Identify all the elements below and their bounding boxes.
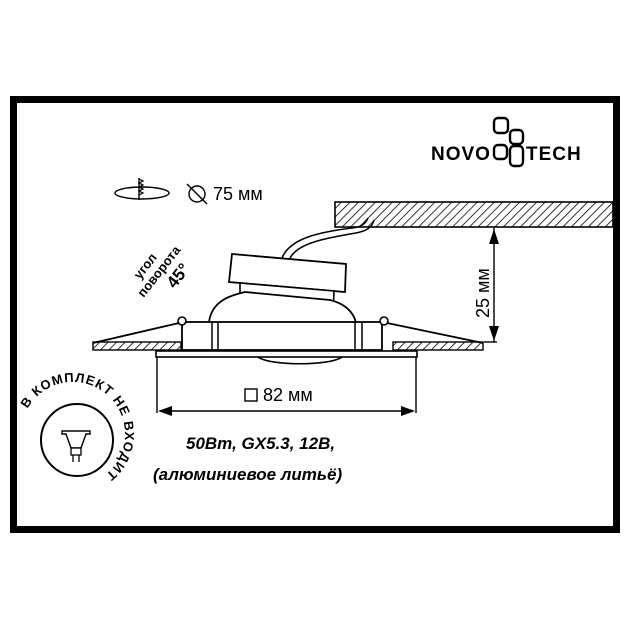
spring-clip-left [177, 316, 187, 326]
badge-ring-text: В КОМПЛЕКТ НЕ ВХОДИТ [17, 370, 137, 484]
bulb-not-included-badge: В КОМПЛЕКТ НЕ ВХОДИТ [17, 370, 137, 484]
frame-size-label: 82 мм [263, 385, 313, 405]
spring-clip-right [379, 316, 389, 326]
novotech-logo-icon [492, 116, 525, 168]
mr16-bulb-icon [61, 430, 91, 462]
housing-body [181, 321, 383, 351]
cutout-diameter-label: 75 мм [213, 184, 263, 204]
specs-line2: (алюминиевое литьё) [153, 465, 342, 484]
reflector-dome [208, 291, 357, 329]
brand-name-left: NOVO [431, 144, 491, 165]
square-icon [244, 388, 258, 402]
brand-name-right: TECH [526, 144, 582, 165]
ceiling-cutout-icon [114, 178, 170, 200]
depth-label: 25 мм [473, 268, 493, 318]
rotation-angle-label: угол поворота 45° [131, 242, 194, 300]
ceiling-panel-left [92, 341, 182, 351]
socket-block [228, 253, 347, 293]
bezel-plate [155, 350, 418, 358]
specs-line1: 50Вт, GX5.3, 12В, [186, 434, 335, 453]
ceiling-panel-right [392, 341, 484, 351]
badge-circle [40, 403, 114, 477]
cable [281, 217, 369, 259]
ceiling-slab [334, 201, 614, 228]
diameter-icon [186, 183, 208, 205]
